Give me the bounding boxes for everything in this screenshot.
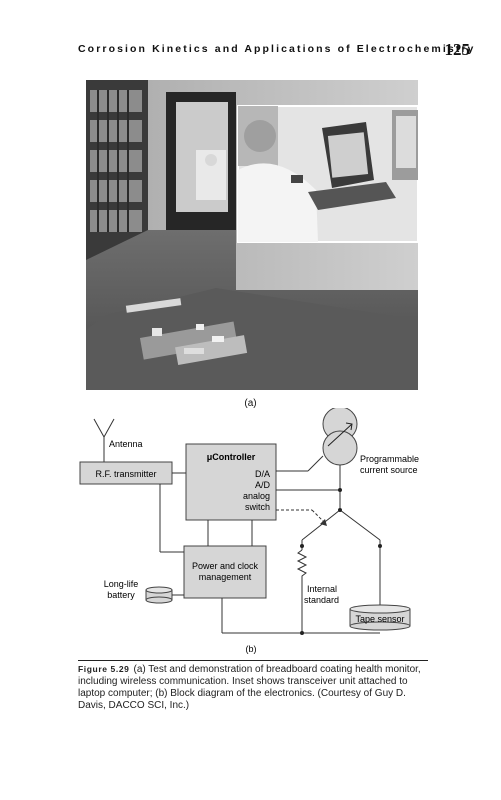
figure-photo xyxy=(86,80,418,390)
inset-photo xyxy=(237,105,418,243)
current-source-icon xyxy=(322,408,358,466)
power-label-line2: management xyxy=(199,572,252,582)
rf-transmitter-label: R.F. transmitter xyxy=(95,469,156,479)
battery-label-line1: Long-life xyxy=(104,579,139,589)
current-source-line1: Programmable xyxy=(360,454,419,464)
tape-sensor-label: Tape sensor xyxy=(355,614,404,624)
current-source-line2: current source xyxy=(360,465,418,475)
diagram-label: (b) xyxy=(246,644,257,654)
photo-label: (a) xyxy=(244,398,257,409)
controller-ad: A/D xyxy=(255,480,271,490)
internal-standard-line2: standard xyxy=(304,595,339,605)
page-number: 125 xyxy=(444,40,471,59)
power-clock-block xyxy=(183,545,267,599)
running-title: Corrosion Kinetics and Applications of E… xyxy=(78,43,476,55)
antenna-label: Antenna xyxy=(109,439,143,449)
caption-text: (a) Test and demonstration of breadboard… xyxy=(78,664,421,711)
tape-sensor-icon xyxy=(349,604,411,631)
microcontroller-title: μController xyxy=(207,452,256,462)
antenna-icon xyxy=(93,418,115,462)
figure-caption: Figure 5.29(a) Test and demonstration of… xyxy=(78,660,428,712)
page-header: Corrosion Kinetics and Applications of E… xyxy=(78,40,473,60)
resistor-icon xyxy=(296,549,308,580)
battery-icon xyxy=(145,586,173,604)
battery-label-line2: battery xyxy=(107,590,135,600)
figure-label: Figure 5.29 xyxy=(78,664,130,674)
internal-standard-line1: Internal xyxy=(307,584,337,594)
microcontroller-block xyxy=(185,443,277,521)
controller-switch: switch xyxy=(245,502,270,512)
block-diagram: Antenna R.F. transmitter μController D/A… xyxy=(79,408,419,654)
controller-analog: analog xyxy=(243,491,270,501)
controller-da: D/A xyxy=(255,469,270,479)
power-label-line1: Power and clock xyxy=(192,561,259,571)
junction-dots xyxy=(300,488,382,635)
breadboard xyxy=(139,321,248,366)
switch-arrow-icon xyxy=(276,509,327,526)
